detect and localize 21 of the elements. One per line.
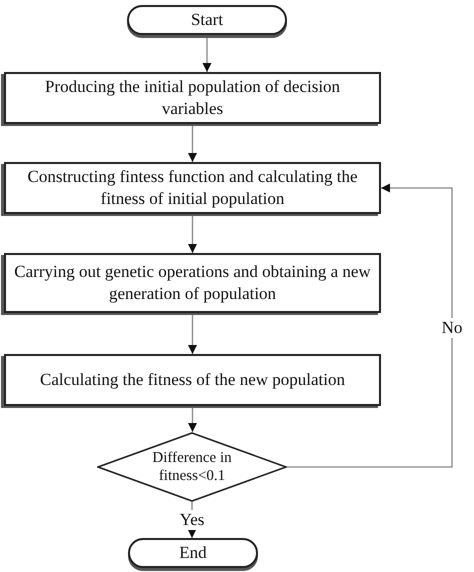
terminal-pill [128, 538, 258, 568]
arrow [188, 313, 197, 354]
node-text: Start [190, 10, 224, 30]
node-text: Producing the initial population of decision variables [44, 76, 342, 120]
node-text: End [179, 543, 207, 563]
process-box [4, 72, 381, 124]
edge-label: Yes [178, 510, 206, 530]
edge-label: No [440, 318, 464, 338]
arrow [188, 406, 197, 432]
node-text: Constructing fintess function and calculating the fitness of initial population [26, 166, 358, 210]
process-box [4, 253, 381, 313]
arrow [202, 35, 212, 72]
node-text: Carrying out genetic operations and obtaining a new generation of population [14, 260, 371, 305]
arrow [188, 124, 197, 162]
terminal-pill [127, 5, 287, 35]
arrow [188, 214, 197, 253]
node-text: Calculating the fitness of the new population [40, 368, 345, 391]
process-box [4, 354, 381, 406]
node-text: Difference in fitness<0.1 [151, 449, 233, 485]
arrow [287, 184, 453, 468]
process-box [4, 162, 381, 214]
